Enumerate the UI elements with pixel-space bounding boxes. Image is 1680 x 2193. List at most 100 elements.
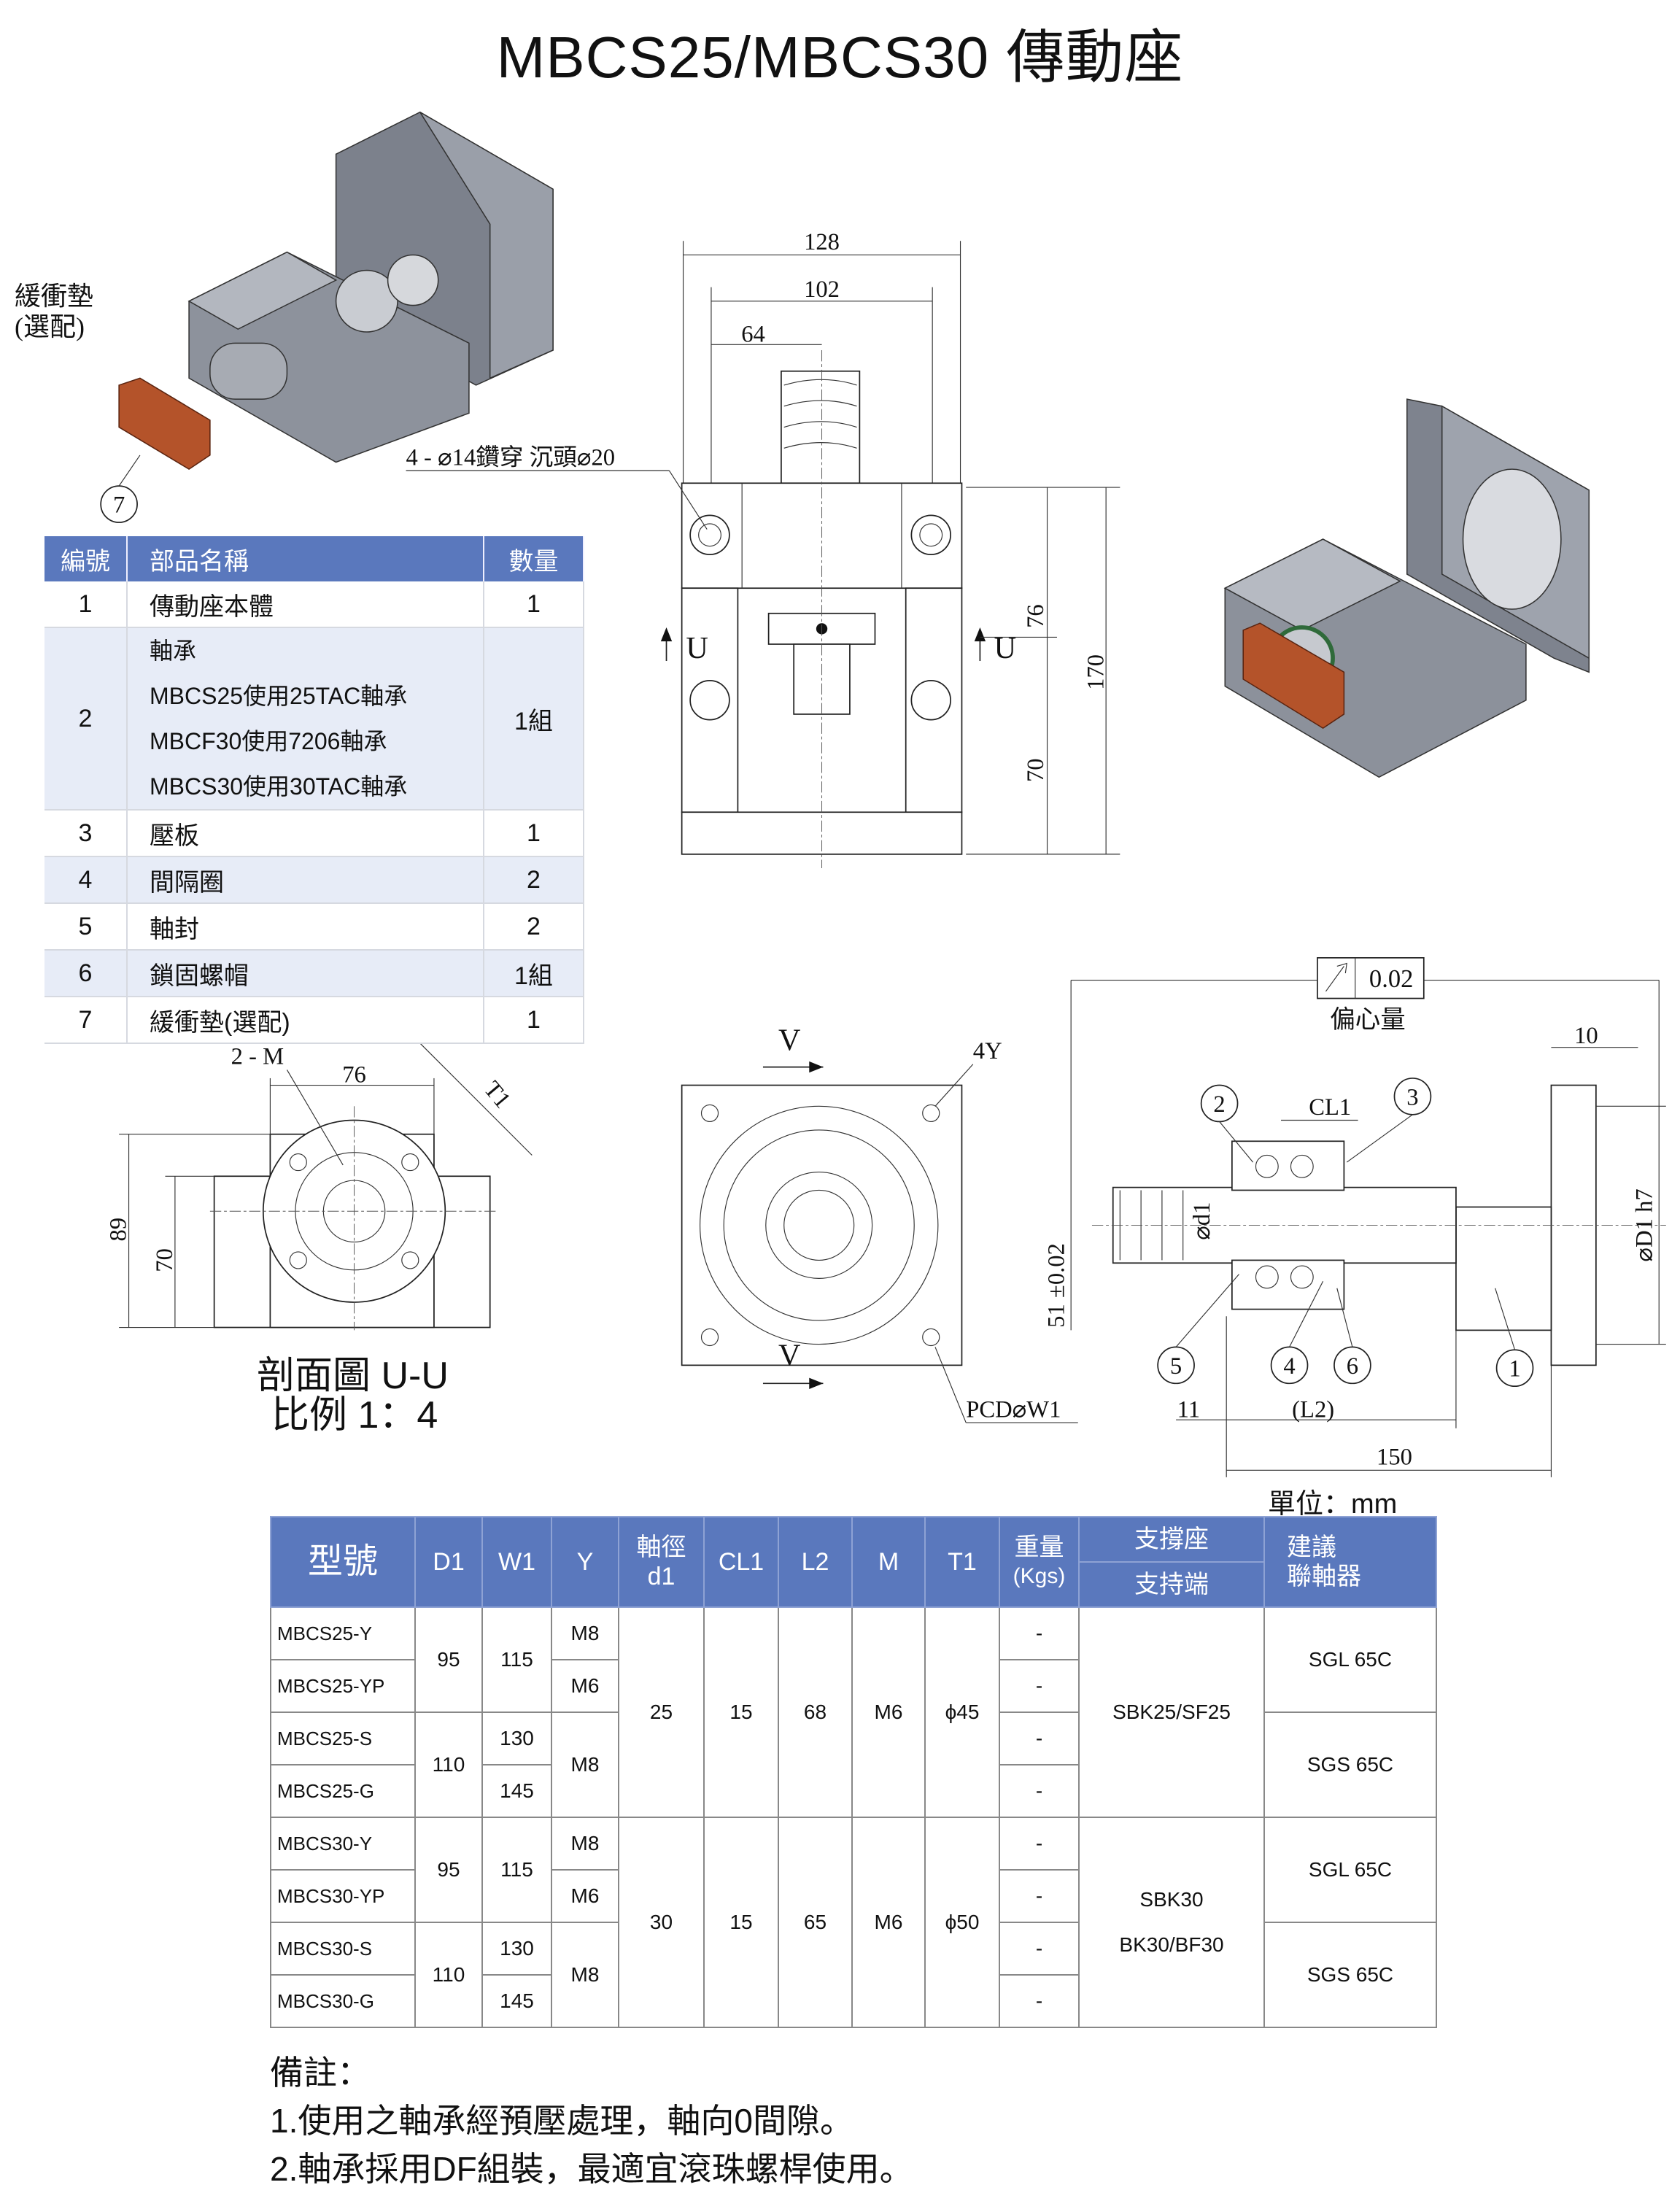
part-name-line: MBCS25使用25TAC軸承 bbox=[150, 683, 408, 709]
Y-cell: M6 bbox=[551, 1659, 619, 1713]
part-qty: 1 bbox=[484, 997, 584, 1044]
part-name-line: 軸承 bbox=[150, 638, 197, 664]
part-name: 軸承 MBCS25使用25TAC軸承 MBCF30使用7206軸承 MBCS30… bbox=[127, 627, 484, 811]
M-cell: M6 bbox=[851, 1817, 926, 2028]
L2-cell: 68 bbox=[778, 1606, 853, 1818]
buffer-pad-label: 緩衝墊 (選配) bbox=[15, 281, 93, 342]
coupling-cell: SGS 65C bbox=[1263, 1922, 1437, 2028]
header-W1: W1 bbox=[481, 1516, 552, 1608]
unit-label: 單位：mm bbox=[1268, 1489, 1398, 1520]
header-T1: T1 bbox=[924, 1516, 1000, 1608]
parts-header-row: 編號 部品名稱 數量 bbox=[44, 536, 584, 581]
svg-text:(L2): (L2) bbox=[1292, 1396, 1334, 1423]
svg-text:64: 64 bbox=[741, 321, 765, 347]
support-line: SBK30 bbox=[1139, 1888, 1204, 1911]
header-coupling-1: 建議 bbox=[1287, 1533, 1336, 1561]
svg-text:0.02: 0.02 bbox=[1369, 965, 1413, 993]
svg-text:89: 89 bbox=[106, 1218, 132, 1242]
header-L2: L2 bbox=[778, 1516, 853, 1608]
page-title: MBCS25/MBCS30 傳動座 bbox=[496, 25, 1184, 90]
front-view: 128 102 64 U U 170 76 70 4 - ⌀14鑽穿 沉頭⌀20 bbox=[406, 229, 1120, 869]
svg-text:1: 1 bbox=[1509, 1356, 1520, 1382]
table-row: 2 軸承 MBCS25使用25TAC軸承 MBCF30使用7206軸承 MBCS… bbox=[44, 627, 584, 811]
coupling-cell: SGL 65C bbox=[1263, 1817, 1437, 1923]
svg-text:4 - ⌀14鑽穿 沉頭⌀20: 4 - ⌀14鑽穿 沉頭⌀20 bbox=[406, 444, 616, 471]
svg-text:偏心量: 偏心量 bbox=[1330, 1006, 1406, 1034]
model-cell: MBCS25-Y bbox=[270, 1606, 416, 1660]
housing-render bbox=[1223, 398, 1590, 778]
D1-cell: 110 bbox=[414, 1922, 483, 2028]
model-cell: MBCS30-Y bbox=[270, 1817, 416, 1871]
Y-cell: M8 bbox=[551, 1922, 619, 2028]
svg-text:⌀d1: ⌀d1 bbox=[1189, 1202, 1215, 1240]
weight-cell: - bbox=[999, 1869, 1080, 1923]
part-qty: 1組 bbox=[484, 950, 584, 997]
header-qty: 數量 bbox=[484, 536, 584, 581]
header-D1: D1 bbox=[414, 1516, 483, 1608]
CL1-cell: 15 bbox=[703, 1606, 779, 1818]
W1-cell: 130 bbox=[481, 1712, 552, 1765]
svg-text:170: 170 bbox=[1083, 654, 1109, 690]
spec-header-row-2: 支持端 bbox=[271, 1561, 1436, 1608]
part-no: 4 bbox=[44, 856, 128, 904]
Y-cell: M6 bbox=[551, 1869, 619, 1923]
part-name-line: MBCS30使用30TAC軸承 bbox=[150, 773, 408, 800]
svg-text:70: 70 bbox=[152, 1248, 178, 1272]
header-no: 編號 bbox=[44, 536, 128, 581]
buffer-pad-text: 緩衝墊 bbox=[15, 282, 94, 311]
svg-text:4Y: 4Y bbox=[973, 1038, 1002, 1064]
svg-text:U: U bbox=[686, 631, 708, 665]
svg-text:2: 2 bbox=[1213, 1091, 1225, 1118]
svg-text:6: 6 bbox=[1347, 1353, 1358, 1380]
svg-text:V: V bbox=[778, 1024, 801, 1058]
part-qty: 1 bbox=[484, 810, 584, 857]
model-cell: MBCS30-YP bbox=[270, 1869, 416, 1923]
svg-text:⌀D1 h7: ⌀D1 h7 bbox=[1632, 1188, 1658, 1261]
assembly-render: 7 bbox=[100, 111, 554, 523]
T1-cell: ϕ45 bbox=[924, 1606, 1000, 1818]
section-scale: 比例 1：4 bbox=[271, 1394, 438, 1436]
W1-cell: 115 bbox=[481, 1606, 552, 1713]
part-name: 壓板 bbox=[127, 810, 484, 857]
section-view-uu: 76 2 - M T1 89 70 bbox=[106, 1043, 533, 1331]
header-weight-1: 重量 bbox=[1014, 1533, 1064, 1561]
model-cell: MBCS25-G bbox=[270, 1764, 416, 1818]
header-CL1: CL1 bbox=[703, 1516, 779, 1608]
model-cell: MBCS25-S bbox=[270, 1712, 416, 1765]
weight-cell: - bbox=[999, 1922, 1080, 1976]
support-line: BK30/BF30 bbox=[1119, 1933, 1224, 1956]
header-shaft-2: d1 bbox=[647, 1563, 676, 1590]
header-weight: 重量 (Kgs) bbox=[999, 1516, 1080, 1608]
header-shaft-1: 軸徑 bbox=[636, 1533, 686, 1561]
svg-text:4: 4 bbox=[1283, 1353, 1295, 1380]
weight-cell: - bbox=[999, 1817, 1080, 1871]
part-name: 軸封 bbox=[127, 903, 484, 951]
header-coupling: 建議聯軸器 bbox=[1263, 1516, 1437, 1608]
header-coupling-2: 聯軸器 bbox=[1287, 1563, 1361, 1590]
weight-cell: - bbox=[999, 1606, 1080, 1660]
svg-text:PCD⌀W1: PCD⌀W1 bbox=[966, 1396, 1061, 1423]
M-cell: M6 bbox=[851, 1606, 926, 1818]
header-support-2: 支持端 bbox=[1078, 1561, 1265, 1608]
Y-cell: M8 bbox=[551, 1606, 619, 1660]
weight-cell: - bbox=[999, 1974, 1080, 2028]
model-cell: MBCS25-YP bbox=[270, 1659, 416, 1713]
weight-cell: - bbox=[999, 1712, 1080, 1765]
header-weight-2: (Kgs) bbox=[1013, 1564, 1066, 1588]
W1-cell: 145 bbox=[481, 1974, 552, 2028]
side-section-view: 0.02 偏心量 10 CL1 ⌀d1 ⌀D1 h7 51 ±0.02 11 (… bbox=[1044, 957, 1666, 1477]
svg-text:7: 7 bbox=[113, 492, 125, 519]
note-item: 2.軸承採用DF組裝，最適宜滾珠螺桿使用。 bbox=[270, 2150, 913, 2188]
notes-title: 備註： bbox=[270, 2054, 371, 2092]
part-qty: 1 bbox=[484, 581, 584, 628]
table-row: MBCS30-YP M6 - bbox=[270, 1869, 1436, 1923]
svg-text:70: 70 bbox=[1023, 758, 1049, 782]
